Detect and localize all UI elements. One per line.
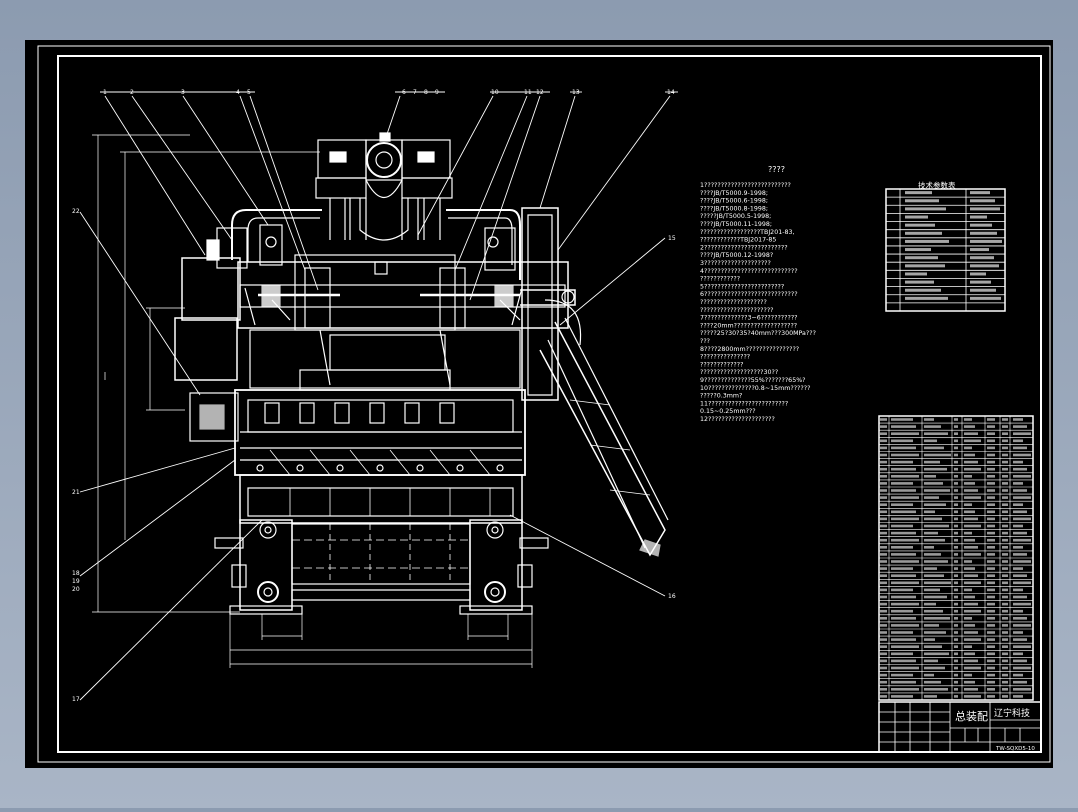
title-drawing-no: TW-SQXD5-10 <box>995 746 1035 752</box>
dimension-lines-left <box>92 134 320 613</box>
tech-req-line: ????20mm??????????????????? <box>700 322 797 329</box>
technical-requirements: ???? 1?????????????????????????? ????JB/… <box>700 165 816 423</box>
tech-req-line: ????JB/T5000.12-1998? <box>700 252 773 259</box>
tech-req-line: ?????????????????????? <box>700 307 774 314</box>
callout-label: 11 <box>524 89 532 96</box>
tech-req-line: ??? <box>700 338 710 345</box>
tech-req-line: 3???????????????????? <box>700 260 771 267</box>
tech-req-line: ??????????????? <box>700 354 750 361</box>
tech-req-line: 7?????????????3~6??????????? <box>700 315 798 322</box>
title-company: 辽宁科技 <box>994 707 1030 719</box>
tech-req-line: ???????????????????30?? <box>700 369 778 376</box>
tech-req-line: 4???????????????????????????? <box>700 268 798 275</box>
tech-req-line: ?????JB/T5000.5-1998; <box>700 213 771 220</box>
callout-label: 19 <box>72 578 80 585</box>
machine-assembly <box>92 132 669 668</box>
tech-req-line: 12???????????????????? <box>700 416 775 423</box>
callout-label: 4 <box>236 89 240 96</box>
parts-list <box>878 415 1034 701</box>
title-block <box>878 701 1042 753</box>
callout-labels: 1 2 3 4 5 6 7 8 9 10 11 12 13 14 15 16 2… <box>72 89 676 703</box>
tech-req-line: 8????2800mm???????????????? <box>700 346 799 353</box>
tech-req-line: ???????????? <box>700 276 740 283</box>
tech-req-line: ????JB/T5000.11-1998; <box>700 221 772 228</box>
callout-label: 6 <box>402 89 406 96</box>
tech-req-line: ??????????????????TBJ201-83, <box>700 229 795 236</box>
tech-req-line: ????JB/T5000.6-1998; <box>700 198 768 205</box>
callout-label: 5 <box>247 89 251 96</box>
tech-req-line: ????????????? <box>700 361 743 368</box>
tech-req-line: ????JB/T5000.8-1998; <box>700 205 768 212</box>
callout-label: 20 <box>72 586 80 593</box>
tech-req-title: ???? <box>768 165 785 174</box>
callout-label: 22 <box>72 208 80 215</box>
outer-frame <box>37 45 1051 763</box>
tech-req-line: 0.15~0.25mm??? <box>700 408 756 415</box>
callout-label: 2 <box>130 89 134 96</box>
title-drawing-name: 总装配 <box>955 709 988 723</box>
callout-leaders <box>79 91 678 701</box>
callout-label: 15 <box>668 235 676 242</box>
tech-req-line: 6???????????????????????????? <box>700 291 798 298</box>
callout-label: 9 <box>435 89 439 96</box>
callout-label: 13 <box>572 89 580 96</box>
tech-req-line: ????????????TBJ2017-85 <box>700 237 776 244</box>
tech-req-line: 11???????????????????????? <box>700 400 788 407</box>
callout-label: 18 <box>72 570 80 577</box>
param-table-title: 技术参数表 <box>918 180 956 190</box>
callout-label: 21 <box>72 489 80 496</box>
callout-label: 7 <box>413 89 417 96</box>
parameter-table <box>885 188 1006 312</box>
tech-req-line: ?????25?30?35?40mm???300MPa??? <box>700 330 816 337</box>
tech-req-line: 5???????????????????????? <box>700 283 784 290</box>
tech-req-line: 2????????????????????????? <box>700 244 788 251</box>
callout-label: 16 <box>668 593 676 600</box>
tech-req-line: 1?????????????????????????? <box>700 182 791 189</box>
drawing-sheet <box>25 40 1053 768</box>
callout-label: 14 <box>667 89 675 96</box>
tech-req-line: ???????????????????? <box>700 299 767 306</box>
callout-label: 3 <box>181 89 185 96</box>
callout-label: 1 <box>103 89 107 96</box>
tech-req-line: ?????0.3mm? <box>700 393 742 400</box>
callout-label: 12 <box>536 89 544 96</box>
callout-label: 8 <box>424 89 428 96</box>
tech-req-line: ????JB/T5000.9-1998; <box>700 190 768 197</box>
inner-frame <box>57 55 1042 753</box>
tech-req-line: 9??????????????55%???????65%? <box>700 377 806 384</box>
callout-label: 17 <box>72 696 80 703</box>
callout-label: 10 <box>491 89 499 96</box>
tech-req-line: 10??????????????0.8~15mm?????? <box>700 385 810 392</box>
